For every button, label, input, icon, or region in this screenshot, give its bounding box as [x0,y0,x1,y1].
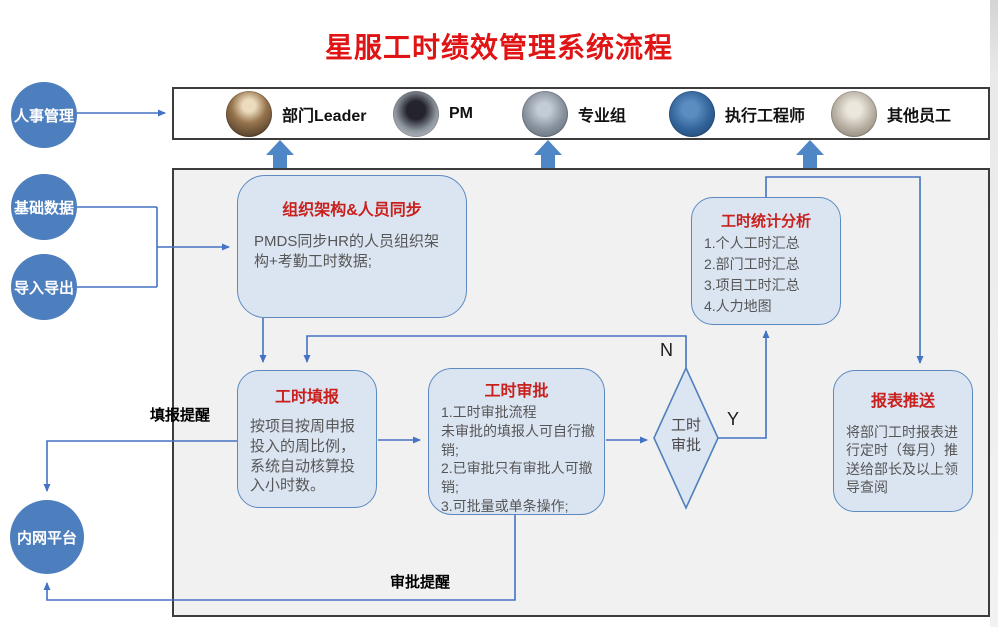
role-bar: 部门Leader PM 专业组 执行工程师 其他员工 [172,87,990,140]
role-label: 执行工程师 [725,107,806,125]
box-title: 组织架构&人员同步 [282,202,422,219]
stats-item: 4.人力地图 [704,298,772,314]
branch-yes-label: Y [727,409,740,429]
role-field-engineer: 执行工程师 [669,89,805,138]
up-arrow-icon [796,140,824,168]
pm-avatar [393,90,439,137]
box-hour-statistics: 工时统计分析 1.个人工时汇总 2.部门工时汇总 3.项目工时汇总 4.人力地图 [691,197,841,325]
decision-line1: 工时 [670,417,701,434]
decision-line2: 审批 [670,437,701,455]
role-dept-leader: 部门Leader [226,89,366,138]
fill-reminder-label: 填报提醒 [150,407,211,424]
node-hr-management: 人事管理 [11,82,77,148]
edge-data-merge [77,206,158,288]
decision-label: 工时 审批 [654,416,718,457]
box-hour-approval: 工时审批 1.工时审批流程 未审批的填报人可自行撤销; 2.已审批只有审批人可撤… [428,368,605,515]
stats-item: 1.个人工时汇总 [704,235,800,251]
role-label: PM [449,104,473,122]
role-pm: PM [393,89,473,138]
slide-right-edge [990,0,998,627]
field-engineer-avatar [669,90,715,137]
role-other-staff: 其他员工 [831,89,951,138]
box-report-push: 报表推送 将部门工时报表进行定时（每月）推送给部长及以上领导查阅 [833,370,973,512]
node-base-data: 基础数据 [11,174,77,240]
node-label: 内网平台 [16,529,77,547]
role-label: 其他员工 [887,107,952,125]
node-label: 人事管理 [13,107,74,125]
box-title: 工时统计分析 [720,213,811,230]
node-import-export: 导入导出 [11,254,77,320]
box-title: 报表推送 [870,393,935,410]
box-body: PMDS同步HR的人员组织架构+考勤工时数据; [254,233,440,270]
box-body: 将部门工时报表进行定时（每月）推送给部长及以上领导查阅 [846,424,958,496]
node-intranet-platform: 内网平台 [10,500,84,574]
up-arrow-icon [266,140,294,168]
box-body: 1.工时审批流程 未审批的填报人可自行撤销; 2.已审批只有审批人可撤销; 3.… [441,404,595,514]
page-title: 星服工时绩效管理系统流程 [324,32,673,63]
node-label: 导入导出 [13,279,74,297]
up-arrow-icon [534,140,562,168]
dept-leader-avatar [226,90,272,137]
stats-item: 3.项目工时汇总 [704,277,800,293]
branch-no-label: N [660,340,673,360]
box-hour-fill: 工时填报 按项目按周申报投入的周比例，系统自动核算投入小时数。 [237,370,377,508]
stats-list: 1.个人工时汇总 2.部门工时汇总 3.项目工时汇总 4.人力地图 [704,233,840,317]
professional-team-avatar [522,90,568,137]
box-title: 工时填报 [274,389,339,406]
role-label: 专业组 [578,107,627,125]
block-up-arrows [266,140,824,168]
box-body: 按项目按周申报投入的周比例，系统自动核算投入小时数。 [250,418,356,495]
box-org-sync: 组织架构&人员同步 PMDS同步HR的人员组织架构+考勤工时数据; [237,175,467,318]
role-professional-team: 专业组 [522,89,626,138]
node-label: 基础数据 [13,199,74,217]
role-label: 部门Leader [282,107,367,125]
stats-item: 2.部门工时汇总 [704,256,800,272]
other-staff-avatar [831,90,877,137]
approve-reminder-label: 审批提醒 [390,574,451,591]
box-title: 工时审批 [484,383,549,400]
